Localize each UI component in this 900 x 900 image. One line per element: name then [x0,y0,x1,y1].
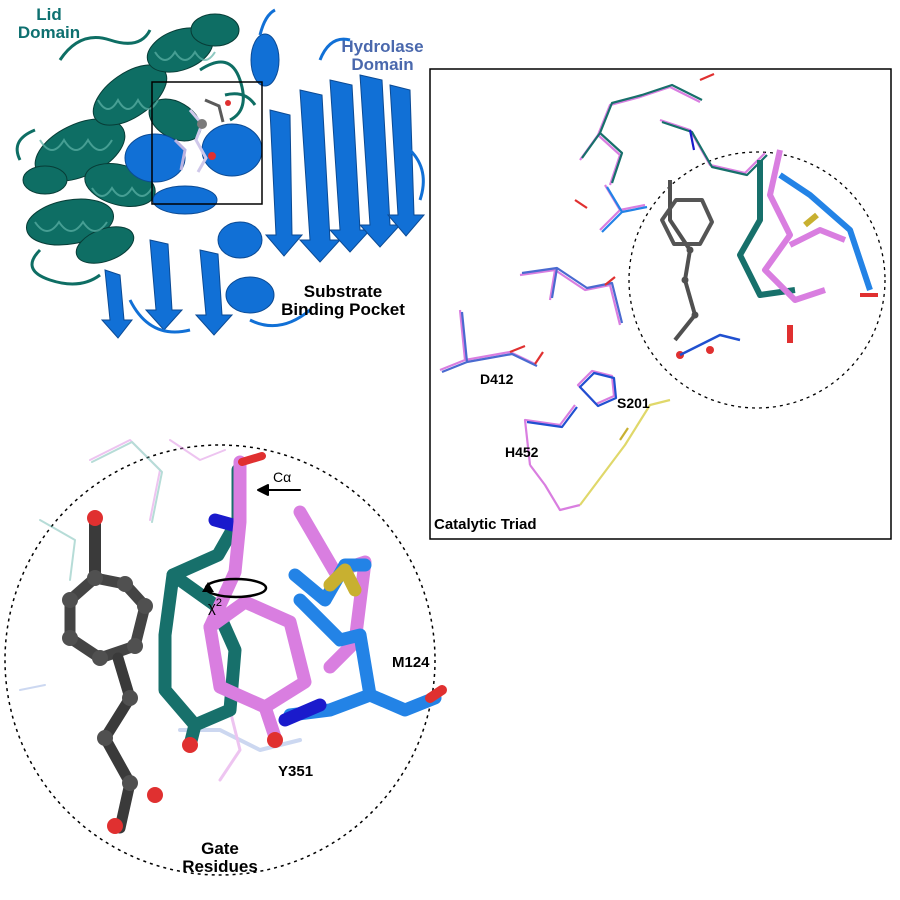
triad-ligand [660,180,714,359]
catalytic-triad-label: Catalytic Triad [434,516,537,533]
hydrolase-domain-label-line2: Domain [351,54,414,74]
chi2-rotation-arrow [202,577,268,599]
hydrolase-domain-sheets [100,74,426,339]
upper-residue-cluster [574,72,768,233]
h452-residue [523,369,671,512]
hydrolase-domain-label-line1: Hydrolase [341,37,424,56]
gate-residues-label-line2: Residues [182,856,258,876]
gate-region-circle-small [628,151,886,409]
d412-residue [439,266,624,374]
gate-residues-label: Gate Residues [175,840,265,876]
catalytic-triad-panel-frame [429,68,892,540]
h452-label: H452 [505,444,539,460]
blue-oxygen [425,685,447,703]
d412-label: D412 [480,371,514,387]
gate-residues-label-line1: Gate [201,839,239,858]
s201-label: S201 [617,395,650,411]
small-gate-residues [679,149,878,357]
substrate-pocket-label-line2: Binding Pocket [281,299,405,319]
teal-nitrogen [208,513,240,532]
substrate-pocket-label: Substrate Binding Pocket [268,283,418,319]
hydrolase-domain-helices [124,33,280,314]
catalytic-triad-wireframes [439,72,878,512]
c-alpha-label: Cα [273,469,292,485]
lid-domain-helices [22,13,240,264]
chi2-superscript: 2 [215,597,222,609]
hydrolase-domain-loops [128,8,425,334]
lid-domain-label: Lid Domain [6,6,92,42]
y351-label: Y351 [278,763,314,780]
substrate-pocket-label-line1: Substrate [303,282,383,301]
teal-oxygen [182,737,198,753]
gate-residues-structures [19,439,447,834]
pink-oxygen [267,732,283,748]
hydrolase-domain-label: Hydrolase Domain [325,38,440,74]
sulfur-atom [323,563,362,597]
lid-domain-helix-stripes [34,50,216,232]
c-alpha-arrow [257,484,301,496]
pocket-ligand-sticks [173,98,231,173]
protein-cartoon [15,8,426,339]
lid-domain-loops [15,29,257,286]
lid-domain-label-line2: Domain [17,22,81,42]
gate-residues-circle [4,444,436,876]
pink-top-oxygen [238,452,266,466]
chi2-label: χ2 [208,597,222,616]
m124-label: M124 [392,654,430,671]
gate-ligand [62,510,163,834]
lid-domain-label-line1: Lid [36,5,62,24]
chi2-symbol: χ [208,599,216,616]
pocket-zoom-box [151,81,263,205]
blue-nitrogen [278,698,327,727]
